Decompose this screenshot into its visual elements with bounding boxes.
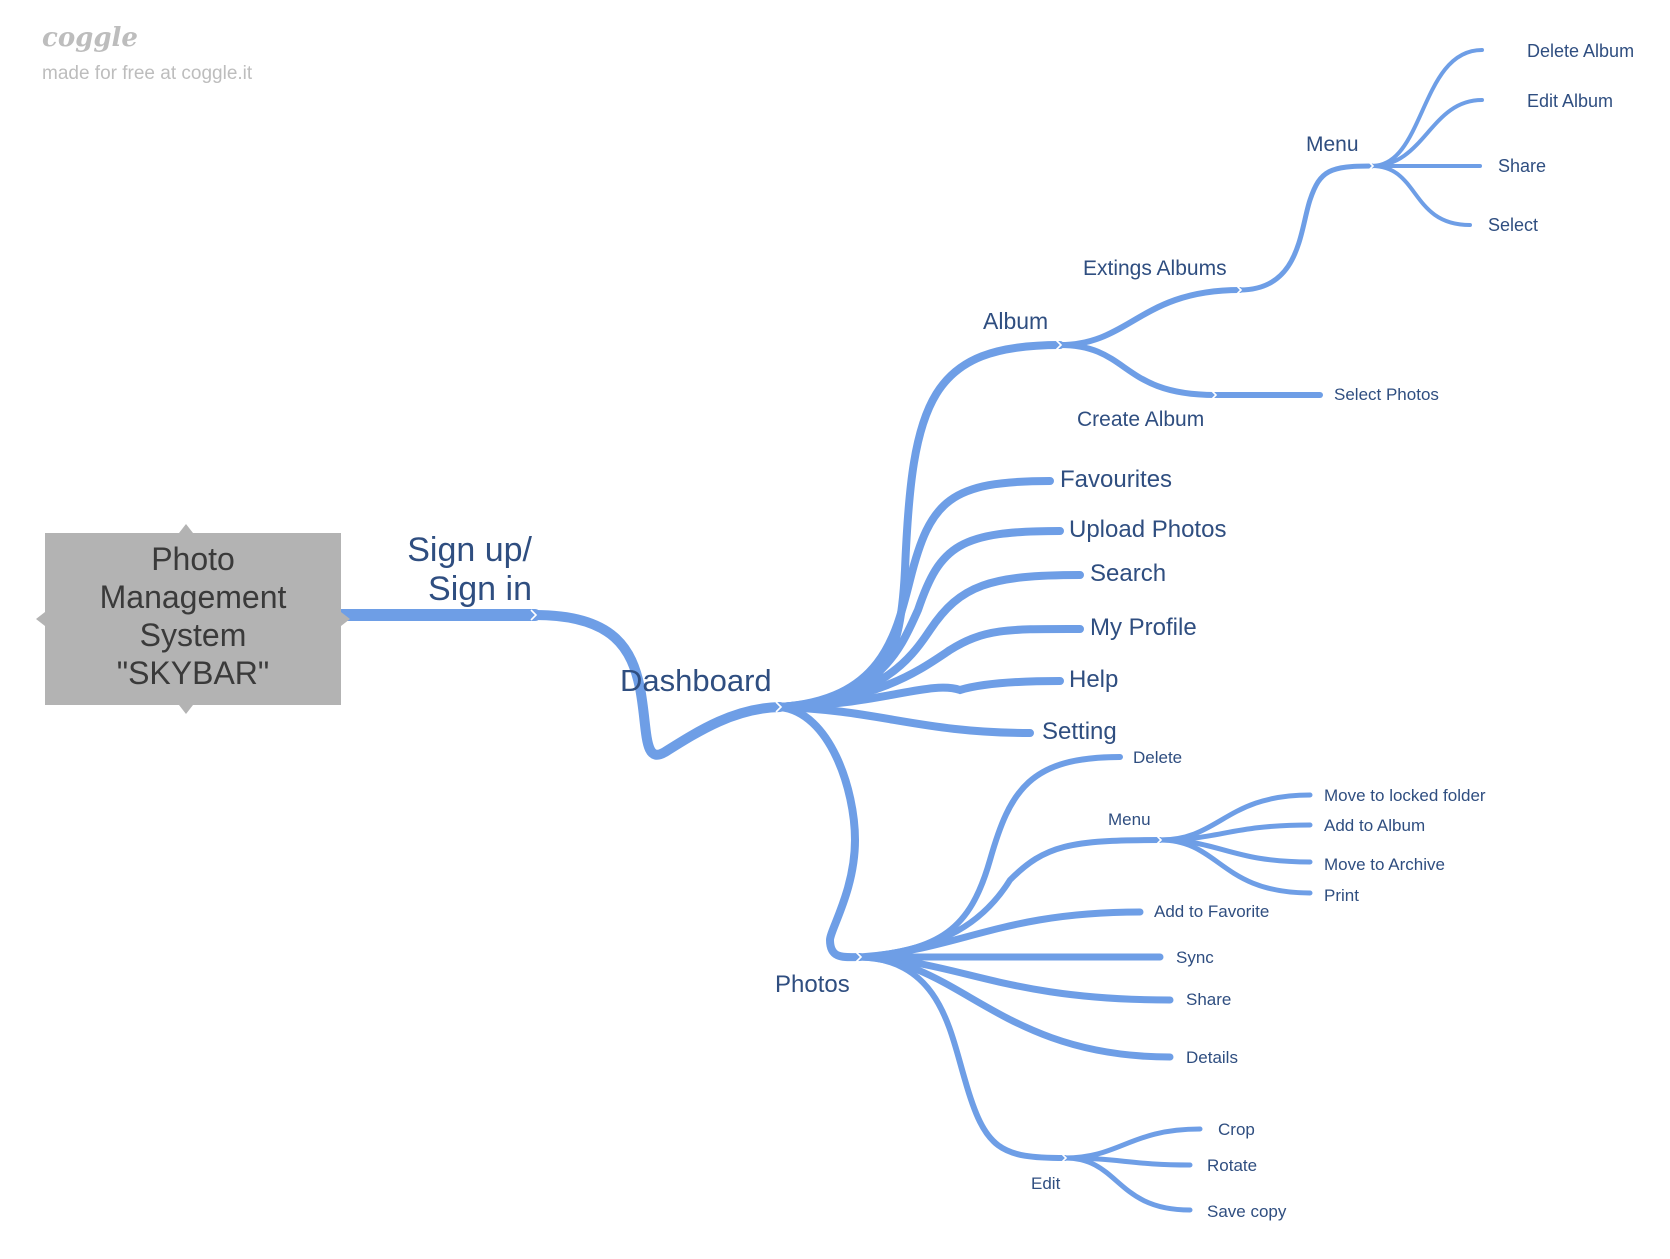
node-move-to-archive[interactable]: Move to Archive xyxy=(1324,855,1445,874)
branch-joint-chevron xyxy=(1210,389,1218,401)
node-crop[interactable]: Crop xyxy=(1218,1120,1255,1139)
root-handle-left[interactable] xyxy=(36,612,45,626)
branch-photos-delete xyxy=(857,754,1123,960)
branch-joint-chevron xyxy=(855,951,863,963)
branch-photos-edit xyxy=(857,954,1068,1161)
node-photo-menu[interactable]: Menu xyxy=(1108,810,1151,829)
node-setting[interactable]: Setting xyxy=(1042,718,1117,745)
branch-joint-chevron xyxy=(530,609,538,621)
node-photo-share[interactable]: Share xyxy=(1186,990,1231,1009)
branch-photos-addfavorite xyxy=(856,908,1144,961)
node-my-profile[interactable]: My Profile xyxy=(1090,614,1197,641)
node-rotate[interactable]: Rotate xyxy=(1207,1156,1257,1175)
branch-album-extings xyxy=(1057,287,1243,348)
node-sync[interactable]: Sync xyxy=(1176,948,1214,967)
root-handle-right[interactable] xyxy=(341,612,350,626)
branch-joint-chevron xyxy=(1367,160,1375,172)
branch-edit-crop xyxy=(1062,1126,1203,1161)
node-upload-photos[interactable]: Upload Photos xyxy=(1069,516,1226,543)
branch-lines xyxy=(334,48,1484,1213)
node-help[interactable]: Help xyxy=(1069,666,1118,693)
branch-menu-addalbum xyxy=(1157,822,1313,843)
branch-dashboard-help xyxy=(776,677,1064,711)
node-details[interactable]: Details xyxy=(1186,1048,1238,1067)
root-node[interactable]: Photo Management System "SKYBAR" xyxy=(36,524,350,714)
root-handle-bottom[interactable] xyxy=(179,705,193,714)
root-title-line-4: "SKYBAR" xyxy=(117,655,270,691)
branch-menu-selectalbum xyxy=(1370,164,1472,227)
node-create-album[interactable]: Create Album xyxy=(1077,408,1204,431)
branch-extings-menu xyxy=(1237,163,1375,293)
node-edit[interactable]: Edit xyxy=(1031,1174,1061,1193)
branch-dashboard-myprofile xyxy=(776,624,1084,711)
root-title-line-3: System xyxy=(140,617,247,653)
node-edit-album[interactable]: Edit Album xyxy=(1527,91,1613,111)
node-labels: Sign up/ Sign in Dashboard Album Extings… xyxy=(407,41,1634,1221)
coggle-tagline: made for free at coggle.it xyxy=(42,63,253,84)
branch-joint-chevron xyxy=(1055,339,1063,351)
branch-menu-print xyxy=(1157,837,1313,896)
node-add-to-album[interactable]: Add to Album xyxy=(1324,816,1425,835)
branch-dashboard-setting xyxy=(776,703,1034,737)
branch-joint-chevron xyxy=(775,701,783,713)
node-signup-line-2[interactable]: Sign in xyxy=(428,570,532,608)
branch-dashboard-photos xyxy=(776,703,864,962)
root-handle-top[interactable] xyxy=(179,524,193,533)
branch-menu-deletealbum xyxy=(1370,48,1484,168)
node-move-locked-folder[interactable]: Move to locked folder xyxy=(1324,786,1486,805)
branch-signup-dashboard xyxy=(530,610,785,760)
node-photo-delete[interactable]: Delete xyxy=(1133,748,1182,767)
coggle-watermark[interactable]: coggle made for free at coggle.it xyxy=(42,23,253,84)
branch-album-create xyxy=(1057,342,1218,398)
node-album-menu[interactable]: Menu xyxy=(1306,133,1359,156)
node-select-photos[interactable]: Select Photos xyxy=(1334,385,1439,404)
root-title-line-2: Management xyxy=(100,579,287,615)
branch-joint-chevron xyxy=(1155,834,1163,846)
node-photos[interactable]: Photos xyxy=(775,971,850,998)
node-dashboard[interactable]: Dashboard xyxy=(620,663,772,698)
coggle-logo: coggle xyxy=(42,23,138,53)
branch-joint-chevron xyxy=(1060,1152,1068,1164)
root-title-line-1: Photo xyxy=(151,541,235,577)
node-search[interactable]: Search xyxy=(1090,560,1166,587)
branch-dashboard-album xyxy=(776,341,1064,711)
node-signup-line-1[interactable]: Sign up/ xyxy=(407,531,532,569)
node-save-copy[interactable]: Save copy xyxy=(1207,1202,1287,1221)
node-delete-album[interactable]: Delete Album xyxy=(1527,41,1634,61)
node-extings-albums[interactable]: Extings Albums xyxy=(1083,257,1227,280)
node-add-to-favorite[interactable]: Add to Favorite xyxy=(1154,902,1269,921)
node-select-album[interactable]: Select xyxy=(1488,215,1538,235)
branch-photos-menu xyxy=(857,837,1163,960)
branch-edit-savecopy xyxy=(1062,1155,1193,1213)
branch-joint-chevron xyxy=(1235,284,1243,296)
node-print[interactable]: Print xyxy=(1324,886,1359,905)
node-favourites[interactable]: Favourites xyxy=(1060,466,1172,493)
root-box xyxy=(45,533,341,705)
node-share-album[interactable]: Share xyxy=(1498,156,1546,176)
branch-menu-editalbum xyxy=(1370,98,1484,168)
node-album[interactable]: Album xyxy=(983,308,1048,334)
